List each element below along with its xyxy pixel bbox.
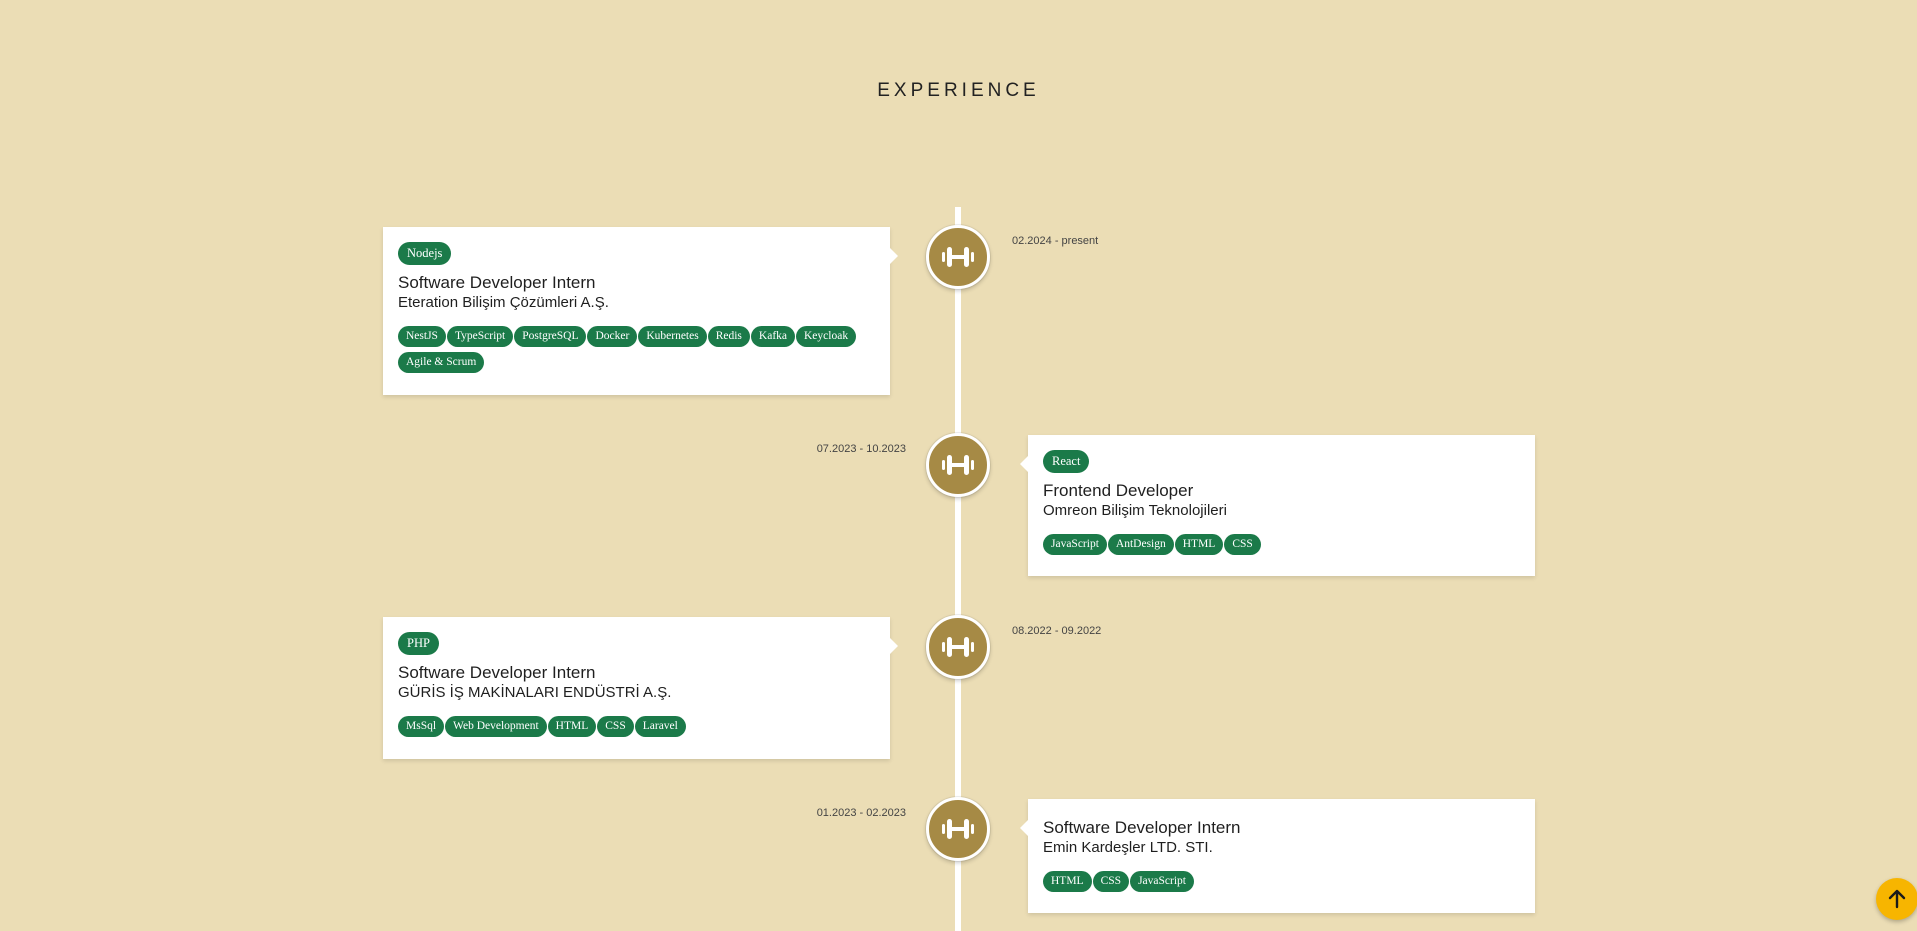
tag: Laravel [634,716,686,737]
dumbbell-icon [942,637,974,657]
tag: HTML [547,716,597,737]
tag: HTML [1043,871,1092,892]
tag: PostgreSQL [514,326,587,347]
tag: Agile & Scrum [398,352,485,373]
company-name: GÜRİS İŞ MAKİNALARI ENDÜSTRİ A.Ş. [398,684,672,701]
section-title: EXPERIENCE [877,80,1040,101]
dumbbell-icon [942,455,974,475]
experience-card: PHP Software Developer Intern GÜRİS İŞ M… [383,617,898,759]
tag: Docker [587,326,638,347]
scroll-to-top-button[interactable] [1876,878,1917,920]
tag: JavaScript [1130,871,1194,892]
job-title: Software Developer Intern [398,273,596,292]
company-name: Omreon Bilişim Teknolojileri [1043,502,1227,519]
tag: CSS [1092,871,1130,892]
tag: TypeScript [446,326,514,347]
timeline-node [926,433,990,497]
experience-card: Software Developer Intern Emin Kardeşler… [1020,799,1535,913]
date-label: 08.2022 - 09.2022 [1012,625,1102,637]
experience-card: Nodejs Software Developer Intern Eterati… [383,227,898,395]
company-name: Eteration Bilişim Çözümleri A.Ş. [398,294,609,311]
tag: NestJS [398,326,446,347]
tag: Web Development [445,716,547,737]
timeline-line [955,207,961,931]
job-title: Frontend Developer [1043,481,1194,500]
tag: Kafka [750,326,795,347]
tag: CSS [1224,534,1261,555]
tag: CSS [597,716,634,737]
job-title: Software Developer Intern [398,663,596,682]
category-badge: Nodejs [398,242,452,265]
tag: JavaScript [1043,534,1107,555]
tag: AntDesign [1107,534,1174,555]
timeline-node [926,225,990,289]
company-name: Emin Kardeşler LTD. STI. [1043,839,1213,856]
job-title: Software Developer Intern [1043,818,1241,837]
timeline-node [926,797,990,861]
timeline-node [926,615,990,679]
tag: HTML [1174,534,1224,555]
arrow-up-icon [1888,889,1906,909]
tag: Redis [707,326,750,347]
experience-card: React Frontend Developer Omreon Bilişim … [1020,435,1535,576]
date-label: 02.2024 - present [1012,235,1099,247]
tag: MsSql [398,716,445,737]
tag: Kubernetes [638,326,707,347]
dumbbell-icon [942,247,974,267]
date-label: 07.2023 - 10.2023 [816,443,906,455]
dumbbell-icon [942,819,974,839]
category-badge: React [1043,450,1090,473]
date-label: 01.2023 - 02.2023 [816,807,906,819]
category-badge: PHP [398,632,439,655]
tag: Keycloak [796,326,857,347]
